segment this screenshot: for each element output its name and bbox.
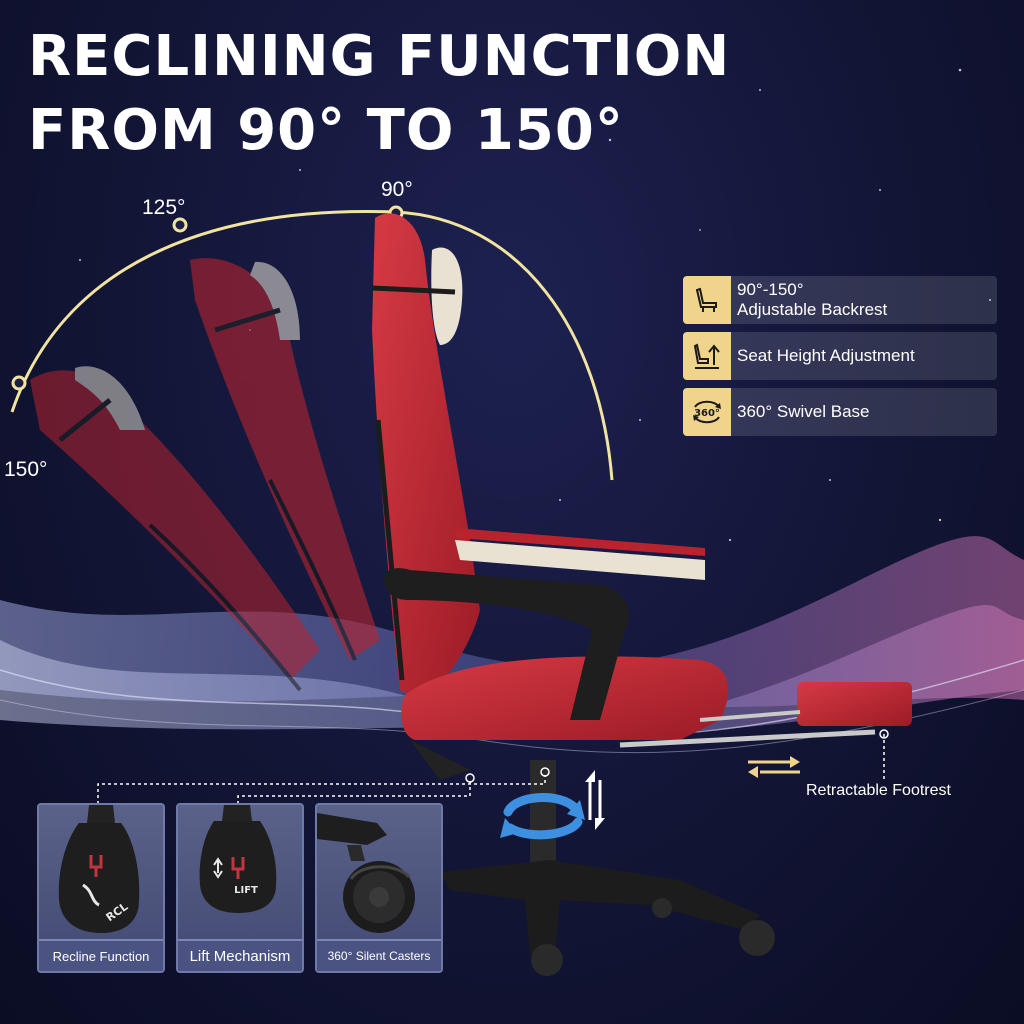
card-caption-lift: Lift Mechanism	[178, 939, 302, 971]
feature-swivel-base: 360° 360° Swivel Base	[683, 388, 997, 436]
footrest-callout: Retractable Footrest	[806, 782, 951, 799]
seat-height-icon	[683, 332, 731, 380]
lift-paddle-image: LIFT	[199, 805, 277, 913]
backrest-recline-icon	[683, 276, 731, 324]
wave-back	[0, 536, 1024, 708]
feature-adjustable-backrest: 90°-150° Adjustable Backrest	[683, 276, 997, 324]
feature-seat-height-label: Seat Height Adjustment	[737, 346, 915, 365]
headline: RECLINING FUNCTION FROM 90° TO 150°	[28, 20, 730, 168]
card-caption-recline: Recline Function	[39, 939, 163, 971]
headline-line-2: FROM 90° TO 150°	[28, 98, 624, 163]
feature-backrest-label: Adjustable Backrest	[737, 300, 888, 319]
recline-paddle-image: RCL	[58, 805, 140, 933]
lift-paddle-text: LIFT	[234, 885, 258, 896]
chair-ghost-125	[190, 258, 380, 661]
detail-card-lift: LIFT Lift Mechanism	[176, 803, 304, 973]
detail-card-recline: RCL Recline Function	[37, 803, 165, 973]
headline-line-1: RECLINING FUNCTION	[28, 24, 731, 89]
feature-seat-height: Seat Height Adjustment	[683, 332, 997, 380]
callout-controls-line	[97, 775, 546, 804]
swivel-360-icon: 360°	[683, 388, 731, 436]
stars	[79, 59, 991, 542]
card-caption-casters: 360° Silent Casters	[317, 939, 441, 971]
caster-wheel-image	[317, 813, 415, 933]
angle-label-90: 90°	[381, 178, 413, 201]
chair-main	[371, 213, 912, 976]
feature-list: 90°-150° Adjustable Backrest Seat Height…	[683, 276, 997, 444]
feature-swivel-label: 360° Swivel Base	[737, 402, 870, 421]
wave-front	[0, 605, 1024, 732]
detail-card-casters: 360° Silent Casters	[315, 803, 443, 973]
angle-label-125: 125°	[142, 196, 186, 219]
swivel-icon-text: 360°	[694, 408, 720, 419]
chair-ghost-150	[30, 366, 320, 692]
feature-backrest-range: 90°-150°	[737, 280, 804, 299]
angle-label-150: 150°	[4, 458, 48, 481]
